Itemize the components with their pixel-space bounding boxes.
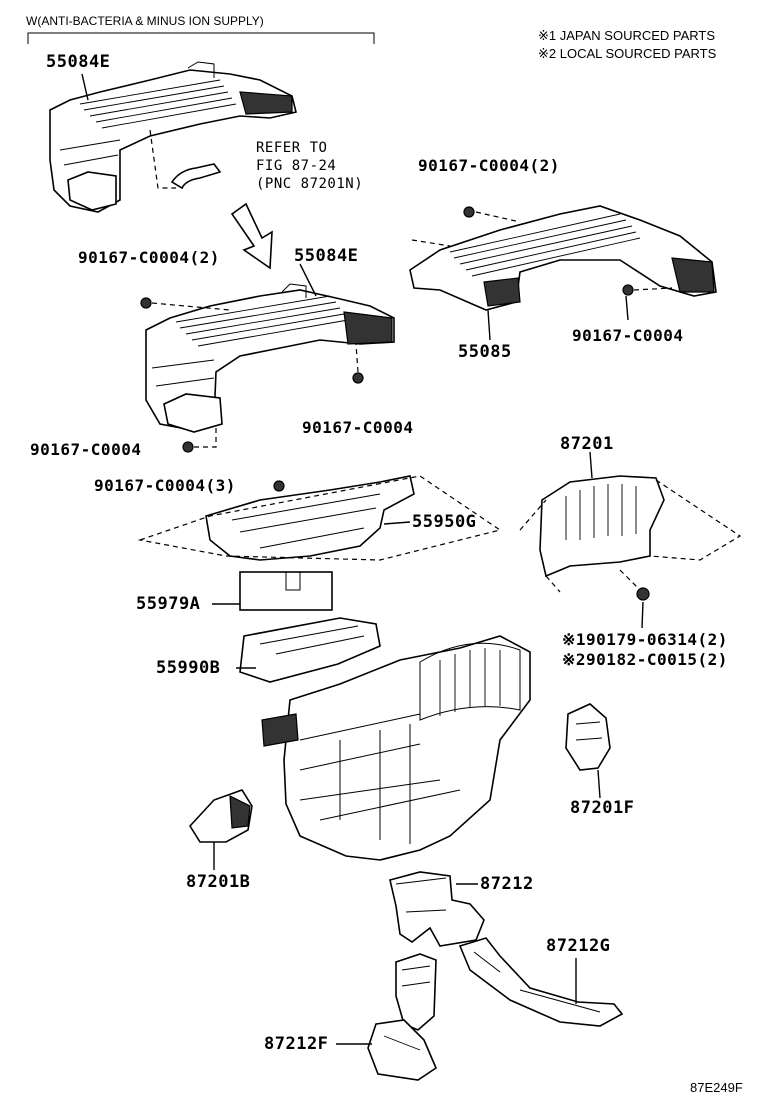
label-90182-c0015[interactable]: ※290182-C0015(2) bbox=[562, 650, 728, 669]
nut-icon bbox=[636, 587, 650, 601]
duct-87212 bbox=[389, 871, 485, 947]
duct-87201 bbox=[539, 475, 665, 578]
label-55084e-mid[interactable]: 55084E bbox=[294, 246, 359, 266]
duct-55084e-top bbox=[49, 61, 297, 213]
label-55085[interactable]: 55085 bbox=[458, 342, 512, 362]
label-90179-06314[interactable]: ※190179-06314(2) bbox=[562, 630, 728, 649]
bolt-icon bbox=[140, 297, 152, 309]
legend-local-sourced: ※2 LOCAL SOURCED PARTS bbox=[538, 46, 717, 61]
label-90167-c0004-mid[interactable]: 90167-C0004 bbox=[302, 418, 414, 437]
refer-note-line1: REFER TO bbox=[256, 140, 328, 156]
label-87212f[interactable]: 87212F bbox=[264, 1034, 329, 1054]
scope-bracket bbox=[27, 32, 375, 44]
refer-note-line2: FIG 87-24 bbox=[256, 158, 337, 174]
label-55950g[interactable]: 55950G bbox=[412, 512, 477, 532]
label-87201[interactable]: 87201 bbox=[560, 434, 614, 454]
duct-55085 bbox=[409, 205, 717, 311]
refer-note-line3: (PNC 87201N) bbox=[256, 176, 364, 192]
label-90167-c0004-3[interactable]: 90167-C0004(3) bbox=[94, 476, 236, 495]
label-87201f[interactable]: 87201F bbox=[570, 798, 635, 818]
label-55979a[interactable]: 55979A bbox=[136, 594, 201, 614]
figure-code: 87E249F bbox=[690, 1080, 743, 1095]
bolt-icon bbox=[463, 206, 475, 218]
label-87201b[interactable]: 87201B bbox=[186, 872, 251, 892]
label-87212g[interactable]: 87212G bbox=[546, 936, 611, 956]
case-55990b bbox=[239, 617, 381, 683]
cover-55950g bbox=[205, 475, 415, 561]
duct-55084e-mid bbox=[145, 283, 395, 433]
label-90167-c0004-2-left[interactable]: 90167-C0004(2) bbox=[78, 248, 220, 267]
filter-55979a bbox=[239, 571, 333, 611]
bolt-icon bbox=[273, 480, 285, 492]
label-55990b[interactable]: 55990B bbox=[156, 658, 221, 678]
bolt-icon bbox=[182, 441, 194, 453]
scope-note: W(ANTI-BACTERIA & MINUS ION SUPPLY) bbox=[26, 14, 264, 28]
hose-87201n bbox=[170, 163, 222, 190]
label-90167-c0004-2-right[interactable]: 90167-C0004(2) bbox=[418, 156, 560, 175]
label-90167-c0004-left[interactable]: 90167-C0004 bbox=[30, 440, 142, 459]
duct-87201f bbox=[565, 703, 611, 771]
direction-arrow bbox=[230, 202, 273, 270]
bolt-icon bbox=[352, 372, 364, 384]
duct-87212g bbox=[458, 937, 624, 1027]
label-55084e-top[interactable]: 55084E bbox=[46, 52, 111, 72]
bolt-icon bbox=[622, 284, 634, 296]
label-87212[interactable]: 87212 bbox=[480, 874, 534, 894]
legend-japan-sourced: ※1 JAPAN SOURCED PARTS bbox=[538, 28, 716, 43]
hvac-unit bbox=[261, 635, 531, 861]
duct-87201b bbox=[188, 789, 253, 843]
label-90167-c0004-right[interactable]: 90167-C0004 bbox=[572, 326, 684, 345]
duct-87212f bbox=[367, 953, 437, 1081]
